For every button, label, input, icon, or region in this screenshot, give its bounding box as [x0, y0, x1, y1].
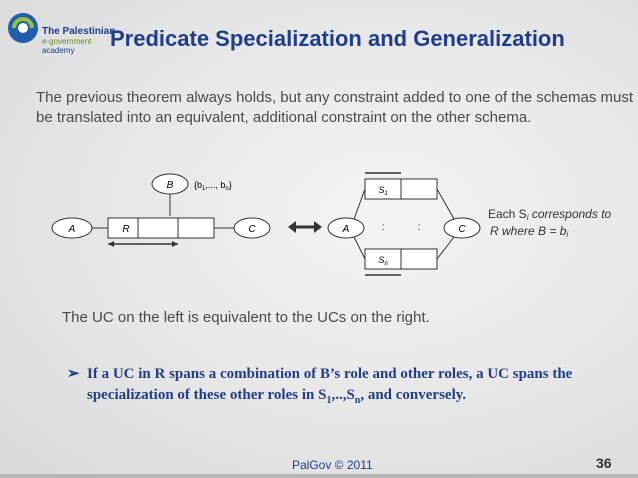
entity-c-right	[443, 217, 481, 239]
intro-paragraph: The previous theorem always holds, but a…	[36, 89, 633, 126]
predicate-sn-role2	[400, 248, 438, 270]
ellipsis-right: :	[418, 222, 421, 233]
predicate-r-label: R	[122, 224, 129, 235]
entity-c-left-label: C	[248, 224, 256, 235]
entity-b-label: B	[167, 180, 174, 191]
arrow-bullet-icon: ➢	[67, 366, 80, 382]
entity-a-right-label: A	[342, 224, 350, 235]
title-band: The Palestinian e-government academy Pre…	[0, 0, 638, 62]
entity-a-left-label: A	[68, 224, 76, 235]
logo-emblem-icon	[8, 13, 38, 43]
predicate-r-role3	[177, 217, 215, 239]
predicate-r-role2	[137, 217, 179, 239]
entity-c-right-label: C	[458, 224, 466, 235]
predicate-sn-label: Sn	[378, 255, 388, 267]
value-set-label: {b1,..., bn}	[194, 180, 232, 192]
page-number: 36	[596, 455, 612, 471]
entity-c-left	[233, 217, 271, 239]
bullet-item: ➢ If a UC in R spans a combination of B’…	[67, 364, 627, 411]
bullet-text: If a UC in R spans a combination of B’s …	[87, 366, 573, 406]
bottom-divider	[0, 474, 638, 478]
note-line1: Each Si corresponds to	[488, 207, 612, 222]
equivalence-note: The UC on the left is equivalent to the …	[62, 309, 430, 326]
predicate-s1-label: S1	[378, 185, 387, 197]
academy-logo: The Palestinian e-government academy	[6, 4, 115, 56]
logo-line1: The Palestinian	[42, 26, 116, 37]
note-line2: R where B = bi	[490, 224, 568, 239]
equivalence-arrow-icon	[288, 221, 322, 233]
entity-a-right	[327, 217, 365, 239]
logo-line2: e-government	[42, 37, 92, 46]
logo-line3: academy	[42, 46, 75, 55]
predicate-s1-role2	[400, 178, 438, 200]
slide-title: Predicate Specialization and Generalizat…	[110, 26, 565, 51]
ellipsis-left: :	[382, 222, 385, 233]
footer-copyright: PalGov © 2011	[292, 458, 373, 472]
orm-diagram: B {b1,..., bn} A R C A S1 Sn	[51, 172, 612, 276]
